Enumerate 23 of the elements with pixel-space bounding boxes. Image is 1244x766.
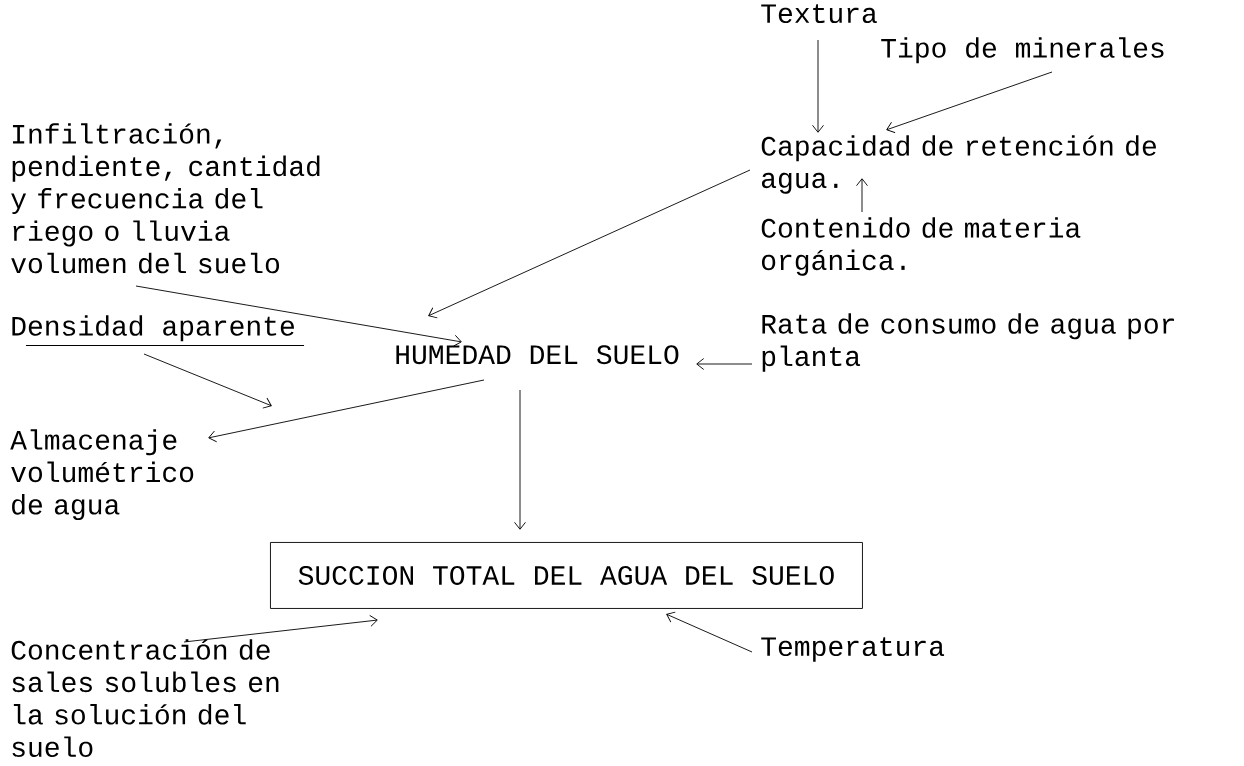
arrow [666, 611, 753, 653]
arrow [696, 358, 753, 370]
label-text: Temperatura [761, 637, 945, 662]
arrow [208, 379, 485, 443]
label-text: Rata de consumo de agua por planta [762, 313, 1174, 372]
arrow [135, 285, 462, 347]
arrow [856, 178, 868, 213]
label-text: HUMEDAD DEL SUELO [396, 345, 679, 365]
arrow [514, 389, 526, 530]
label-text: Textura [761, 4, 877, 24]
arrow [143, 353, 272, 409]
text-box: SUCCION TOTAL DEL AGUA DEL SUELO [270, 542, 863, 609]
arrow [428, 169, 751, 319]
label-text: Infiltración, pendiente, cantidad y frecuencia del riego o lluvia volumen del suelo [11, 123, 320, 274]
label-text: Capacidad de retención de agua. [761, 135, 1156, 194]
arrow [886, 71, 1053, 134]
label-text: Almacenaje volumétrico de agua [10, 429, 194, 521]
label-text: Tipo de minerales [881, 37, 1164, 64]
arrow [183, 614, 378, 643]
label-text: Concentración de sales solubles en la solución del suelo [11, 639, 279, 757]
underlined-text: Densidad aparente [12, 315, 305, 347]
arrow [812, 39, 824, 133]
label-text: Contenido de materia orgánica. [761, 217, 1081, 276]
